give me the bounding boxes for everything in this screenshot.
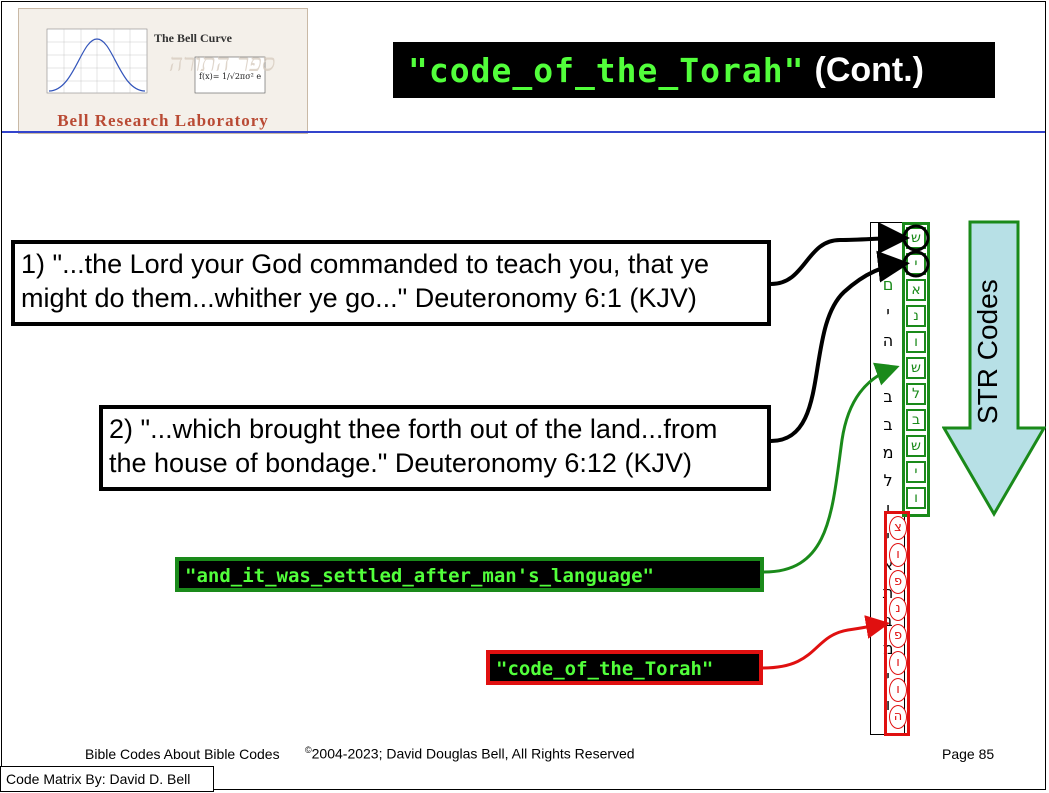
str-code-letter: ל [906,383,926,405]
str-code-letter: י [906,461,926,483]
quote-deuteronomy-6-12: 2) "...which brought thee forth out of t… [99,405,771,491]
footer-series-title: Bible Codes About Bible Codes [85,746,280,762]
page-title: "code_of_the_Torah" (Cont.) [393,42,995,98]
str-code-letter: ש [906,435,926,457]
matrix-letter: ב [883,387,893,406]
header-rule [2,131,1045,133]
str-code-letter: ש [906,357,926,379]
svg-text:f(x)= 1/√2πσ² e: f(x)= 1/√2πσ² e [199,72,261,81]
matrix-letter: י [886,303,890,322]
str-code-letter: א [906,279,926,301]
str-code-letter: ב [906,409,926,431]
copyright-mark: © [305,745,312,755]
torah-code-letter: ה [889,705,907,729]
matrix-letter: ם [882,275,894,294]
green-code-label: "and_it_was_settled_after_man's_language… [175,557,764,592]
logo: f(x)= 1/√2πσ² e ספר התורה The Bell Curve… [18,8,308,134]
torah-code-letter: ו [889,543,907,567]
bell-curve-logo-graphic: f(x)= 1/√2πσ² e [46,28,266,94]
str-code-letter: ו [906,487,926,509]
str-codes-arrow [942,220,1046,517]
quote-line: 1) "...the Lord your God commanded to te… [21,249,709,279]
quote-line: 2) "...which brought thee forth out of t… [109,414,718,444]
red-code-label: "code_of_the_Torah" [486,650,763,685]
logo-lab-name: Bell Research Laboratory [57,111,269,130]
footer-page-number: Page 85 [942,746,995,762]
torah-code-letter: ו [889,651,907,675]
title-code-text: "code_of_the_Torah" [408,50,805,90]
matrix-credit: Code Matrix By: David D. Bell [0,766,214,792]
title-suffix: (Cont.) [814,50,925,89]
matrix-letter: ו [885,695,891,714]
str-code-highlight [902,222,930,517]
matrix-letter: ה [882,331,894,350]
footer-copyright: ©2004-2023; David Douglas Bell, All Righ… [305,745,635,762]
str-code-letter: ש [906,227,926,249]
quote-deuteronomy-6-1: 1) "...the Lord your God commanded to te… [11,240,771,326]
torah-code-letter: פ [889,570,907,594]
matrix-letter: ל [883,471,893,490]
str-code-letter: י [906,253,926,275]
str-code-letter: ו [906,331,926,353]
torah-code-letter: ו [889,678,907,702]
matrix-letter: ב [883,415,893,434]
matrix-letter: י [886,667,890,686]
torah-code-letter: צ [889,516,907,540]
str-code-letter: נ [906,305,926,327]
matrix-letter: ו [885,359,891,378]
matrix-letter: מ [882,443,894,462]
torah-code-letter: נ [889,597,907,621]
str-codes-label: STR Codes [972,279,1003,424]
matrix-letter: מ [882,639,894,658]
matrix-letter: ת [882,583,894,602]
torah-code-letter: פ [889,624,907,648]
logo-chart-title: The Bell Curve [154,31,232,45]
copyright-text: 2004-2023; David Douglas Bell, All Right… [311,745,635,762]
quote-line: the house of bondage." Deuteronomy 6:12 … [109,448,692,478]
logo-background-text: ספר התורה [169,49,276,77]
quote-line: might do them...whither ye go..." Deuter… [21,283,697,313]
